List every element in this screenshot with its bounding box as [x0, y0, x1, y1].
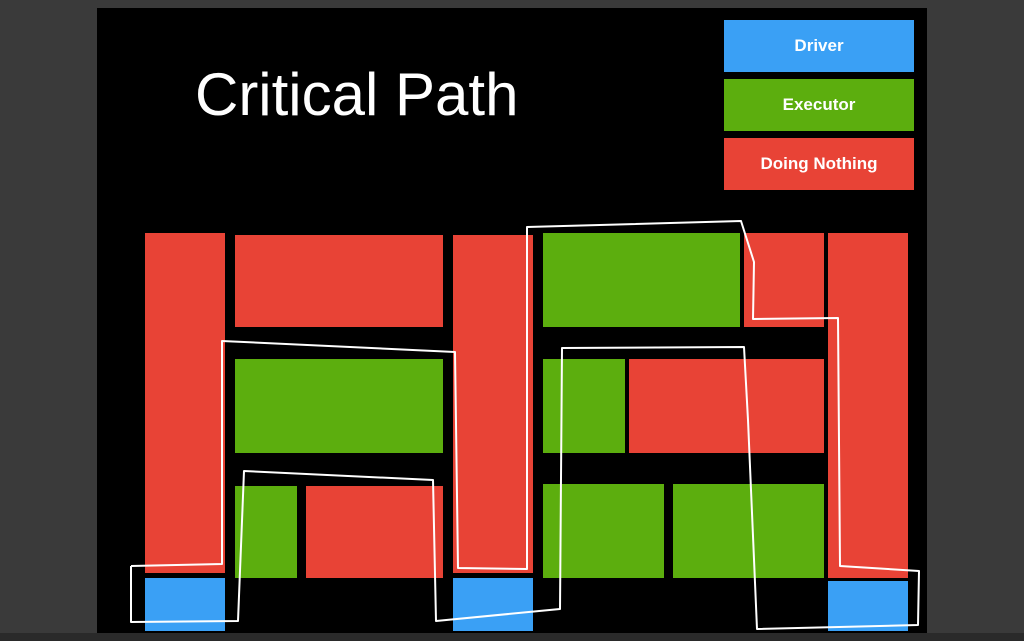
- block-idle-col2-bottom: [306, 486, 443, 578]
- block-driver-col5: [828, 581, 908, 631]
- legend-executor-label: Executor: [782, 95, 856, 114]
- block-driver-col1: [145, 578, 225, 631]
- block-idle-col2-top: [235, 235, 443, 327]
- horizontal-scrollbar[interactable]: [0, 633, 1024, 641]
- block-executor-col4-top: [543, 233, 740, 327]
- legend-driver: Driver: [724, 20, 914, 72]
- block-executor-col4-mid: [543, 359, 625, 453]
- block-executor-col2-bottom: [235, 486, 297, 578]
- legend-driver-label: Driver: [794, 36, 844, 55]
- block-executor-col4-bottom-right: [673, 484, 824, 578]
- legend-doing-nothing: Doing Nothing: [724, 138, 914, 190]
- legend-doing-nothing-label: Doing Nothing: [760, 154, 878, 173]
- legend-executor: Executor: [724, 79, 914, 131]
- block-executor-col2-mid: [235, 359, 443, 453]
- slide-title: Critical Path: [195, 61, 519, 128]
- block-idle-col3: [453, 235, 533, 573]
- block-idle-col4-top: [744, 233, 824, 327]
- block-idle-col4-mid: [629, 359, 824, 453]
- block-idle-col5: [828, 233, 908, 578]
- block-executor-col4-bottom-left: [543, 484, 664, 578]
- block-driver-col3: [453, 578, 533, 631]
- block-idle-col1: [145, 233, 225, 573]
